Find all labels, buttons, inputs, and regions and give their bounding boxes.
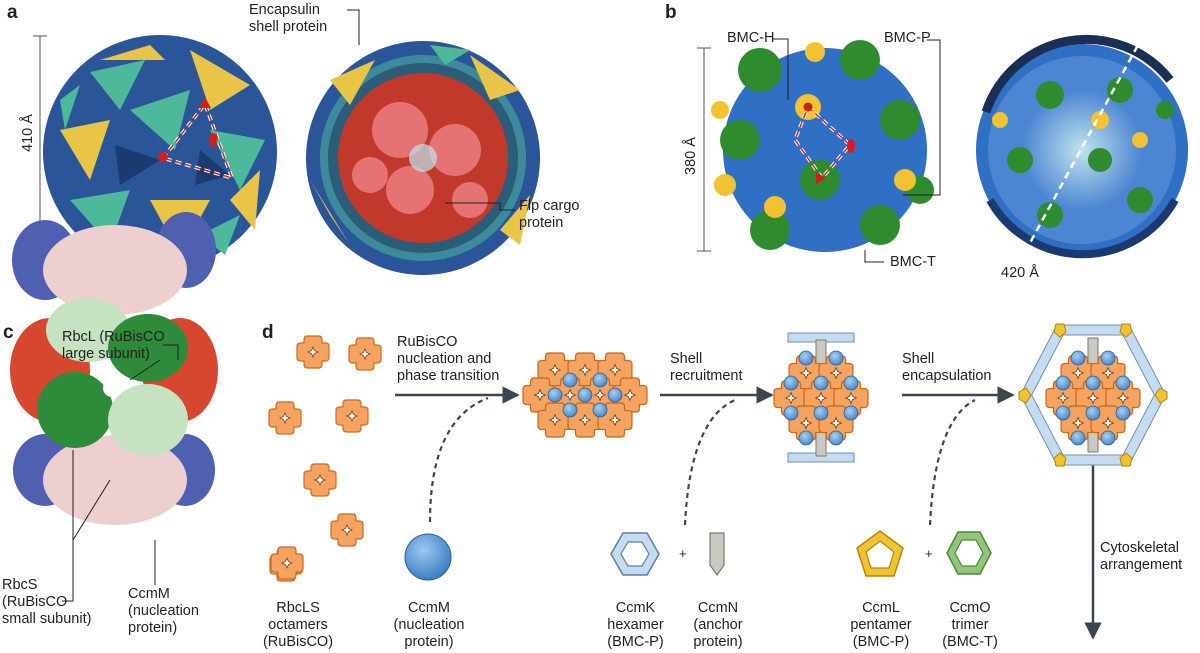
panel-label-d: d: [262, 322, 274, 343]
panel-label-b: b: [665, 2, 677, 23]
dashed-ccml-input: [928, 399, 976, 526]
dashed-ccmk-input: [683, 398, 736, 526]
nucleated-rubisco-cluster: [522, 352, 648, 438]
step2-label: Shell recruitment: [670, 351, 743, 384]
legend-label-rbcls: RbcLS octamers (RuBisCO): [262, 600, 334, 650]
encapsulin-cutaway-sphere: [306, 41, 540, 275]
dashed-ccmm-input: [428, 396, 489, 523]
rbcls-octamers-scattered: [268, 335, 382, 582]
bmc-p-label: BMC-P: [884, 30, 931, 46]
legend-label-ccmn: CcmN (anchor protein): [693, 600, 743, 650]
legend-ccmm-glyph: [404, 533, 452, 581]
legend-ccmn-glyph: [709, 532, 725, 577]
encapsulin-shell-label: Encapsulin shell protein: [249, 2, 328, 35]
leader-lines: [62, 9, 941, 602]
plus-sign-1: +: [679, 546, 687, 561]
panel-d: [268, 323, 1168, 640]
step4-label: Cytoskeletal arrangement: [1100, 540, 1183, 573]
ccmm-c-label: CcmM (nucleation protein): [128, 586, 199, 636]
panel-c: [10, 212, 218, 525]
legend-label-ccmo: CcmO trimer (BMC-T): [942, 600, 998, 650]
scale-label-410: 410 Å: [20, 114, 36, 152]
legend-ccml-glyph: [856, 530, 904, 577]
bmc-cutaway-sphere: [976, 34, 1188, 259]
plus-sign-2: +: [925, 546, 933, 561]
bmc-shell-sphere: [711, 40, 934, 252]
carboxysome-rubisco-complex: [10, 212, 218, 525]
scale-label-380: 380 Å: [683, 137, 699, 175]
diameter-label-420: 420 Å: [1001, 265, 1039, 281]
step3-label: Shell encapsulation: [902, 351, 992, 384]
rbcs-label: RbcS (RuBisCO small subunit): [2, 577, 92, 627]
scale-bar-380: [697, 47, 711, 252]
legend-glyphs: [270, 530, 992, 581]
panel-b: [697, 34, 1188, 259]
panel-label-c: c: [3, 322, 14, 343]
flp-cargo-label: Flp cargo protein: [519, 198, 580, 231]
legend-label-ccmk: CcmK hexamer (BMC-P): [607, 600, 664, 650]
bmc-h-label: BMC-H: [727, 30, 775, 46]
legend-ccmo-glyph: [946, 531, 992, 575]
step1-label: RuBisCO nucleation and phase transition: [397, 334, 500, 384]
shell-recruited-cluster: [773, 332, 869, 463]
bmc-t-label: BMC-T: [890, 254, 936, 270]
panel-label-a: a: [7, 2, 18, 23]
legend-label-ccmm: CcmM (nucleation protein): [393, 600, 465, 650]
legend-ccmk-glyph: [610, 532, 660, 576]
rbcl-label: RbcL (RuBisCO large subunit): [62, 329, 165, 362]
legend-label-ccml: CcmL pentamer (BMC-P): [850, 600, 912, 650]
encapsulated-carboxysome: [1018, 323, 1168, 467]
process-arrows: [395, 386, 1102, 640]
